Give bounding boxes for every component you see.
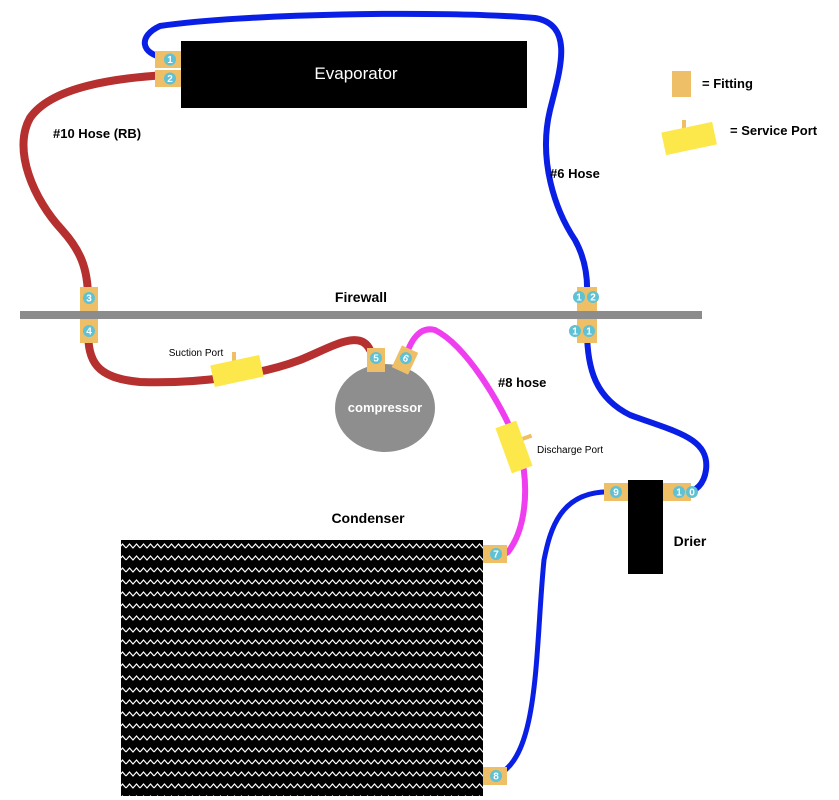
fitting-4: 4 [80,319,98,343]
drier-label: Drier [674,533,707,549]
discharge-port-label: Discharge Port [537,445,603,456]
svg-text:5: 5 [373,354,379,365]
svg-text:3: 3 [86,294,92,305]
hose-10-label: #10 Hose (RB) [53,126,141,141]
hose-6-upper [141,10,591,299]
fitting-12: 1 2 [573,287,599,311]
hose-8-label: #8 hose [498,375,546,390]
compressor-label: compressor [348,400,422,415]
fitting-2: 2 [155,70,181,87]
condenser-label: Condenser [331,510,405,526]
fitting-1: 1 [155,51,181,68]
svg-text:1: 1 [676,488,682,499]
evaporator-label: Evaporator [314,64,397,83]
svg-text:7: 7 [493,550,499,561]
legend-fitting-swatch [672,71,691,97]
legend-service-port-label: = Service Port [730,123,818,138]
firewall-bar [20,311,702,319]
svg-text:4: 4 [86,327,92,338]
svg-text:8: 8 [493,772,499,783]
evaporator-box [181,41,527,108]
fitting-5: 5 [367,348,385,372]
hose-6-lower [584,327,710,495]
svg-text:1: 1 [572,327,578,338]
legend-fitting-label: = Fitting [702,76,753,91]
compressor-body [335,364,435,452]
fitting-6: 6 [391,345,419,375]
firewall-label: Firewall [335,289,387,305]
fitting-8: 8 [483,767,507,785]
hose-6-condenser [492,489,615,779]
fitting-10: 1 0 [663,483,698,501]
svg-text:1: 1 [167,55,173,66]
fitting-11: 1 1 [569,319,597,343]
svg-text:6: 6 [401,353,411,366]
svg-text:1: 1 [586,327,592,338]
suction-port-label: Suction Port [169,348,224,359]
svg-text:1: 1 [576,293,582,304]
fitting-3: 3 [80,287,98,311]
fitting-7: 7 [483,545,507,563]
svg-text:2: 2 [590,293,596,304]
suction-service-port [210,352,264,387]
condenser-core [121,540,483,796]
legend-service-port-swatch [661,120,717,156]
fitting-9: 9 [604,483,628,501]
drier-body [628,480,663,574]
hose-10-upper [19,71,170,302]
svg-text:9: 9 [613,488,619,499]
discharge-service-port [495,420,533,474]
svg-text:0: 0 [689,488,695,499]
hose-6-label: #6 Hose [550,166,600,181]
svg-text:2: 2 [167,74,173,85]
